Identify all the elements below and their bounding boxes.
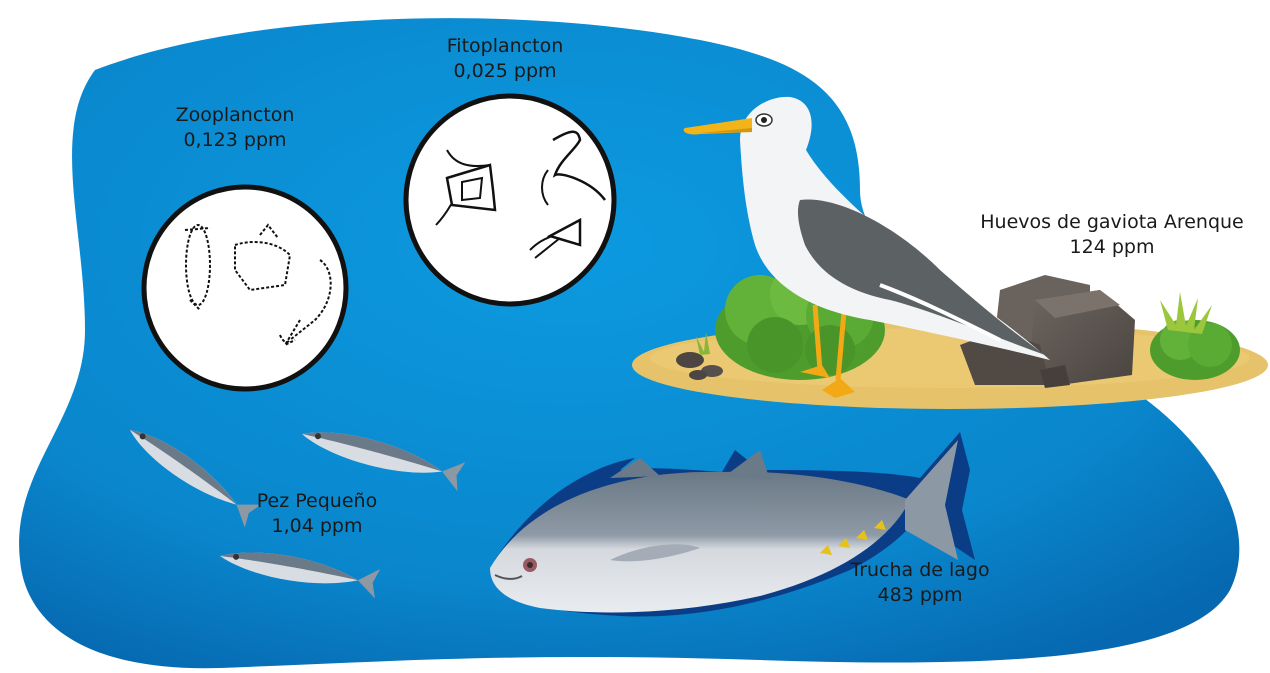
small-fish-name: Pez Pequeño (217, 489, 417, 514)
gull-eggs-label: Huevos de gaviota Arenque 124 ppm (962, 210, 1262, 260)
gull-eggs-value: 124 ppm (962, 235, 1262, 260)
phytoplankton-label: Fitoplancton 0,025 ppm (395, 34, 615, 84)
zooplankton-name: Zooplancton (125, 103, 345, 128)
small-fish-value: 1,04 ppm (217, 514, 417, 539)
phytoplankton-icon (406, 96, 614, 304)
small-fish-label: Pez Pequeño 1,04 ppm (217, 489, 417, 539)
lake-trout-label: Trucha de lago 483 ppm (820, 558, 1020, 608)
phytoplankton-name: Fitoplancton (395, 34, 615, 59)
zooplankton-value: 0,123 ppm (125, 128, 345, 153)
bush-right (1150, 292, 1240, 380)
phytoplankton-value: 0,025 ppm (395, 59, 615, 84)
zooplankton-icon (144, 187, 346, 389)
lake-trout-name: Trucha de lago (820, 558, 1020, 583)
zooplankton-label: Zooplancton 0,123 ppm (125, 103, 345, 153)
gull-eggs-name: Huevos de gaviota Arenque (962, 210, 1262, 235)
lake-trout-value: 483 ppm (820, 583, 1020, 608)
